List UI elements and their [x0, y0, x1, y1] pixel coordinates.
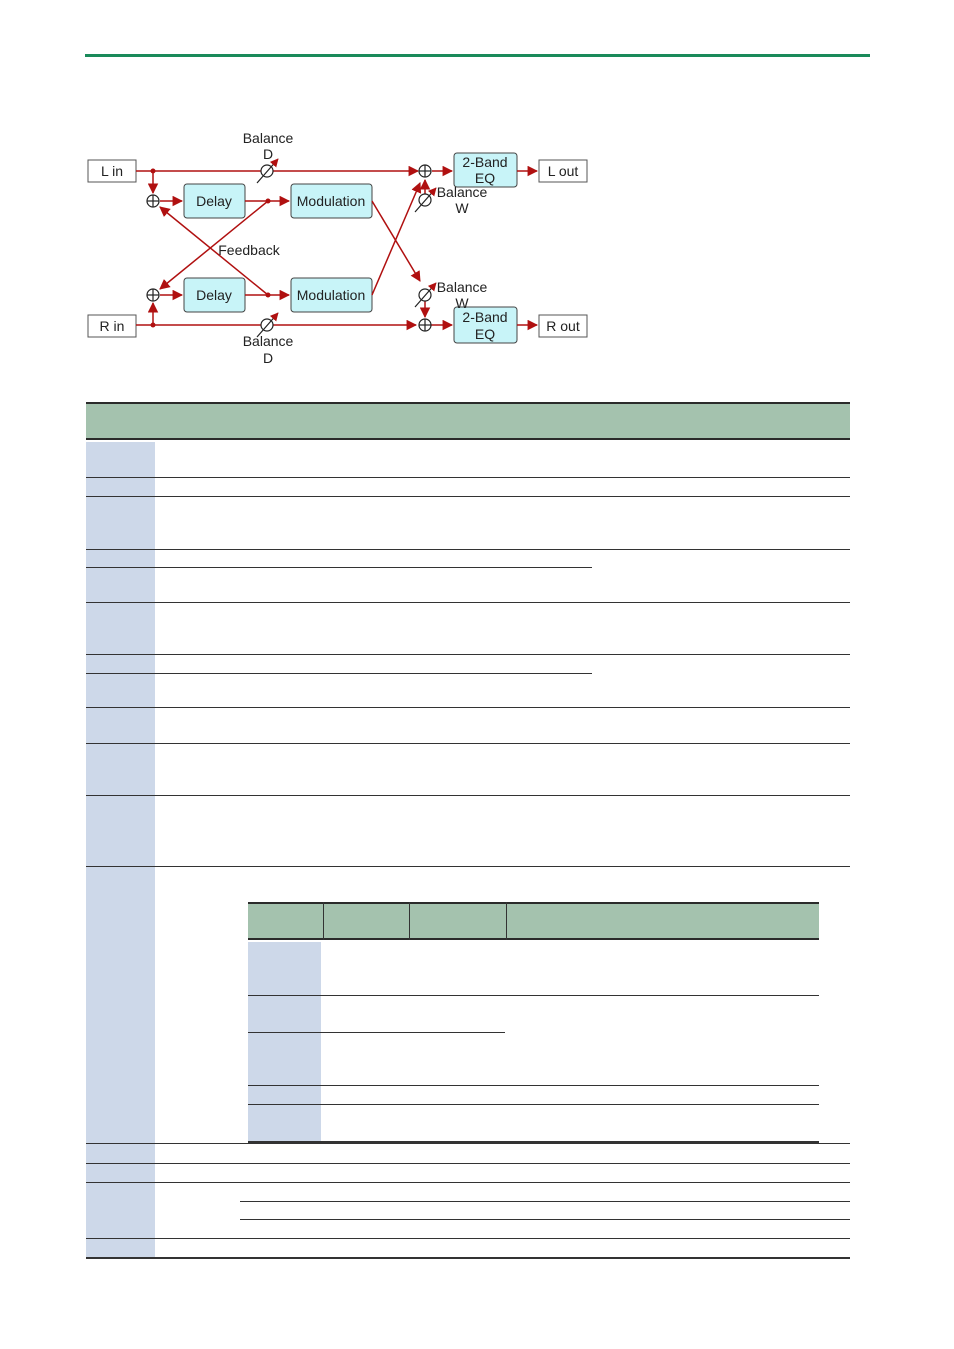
sub-row-divider — [248, 1032, 505, 1033]
table-label-column — [86, 442, 155, 1259]
summing-nodes — [146, 164, 432, 332]
row-divider — [86, 654, 850, 655]
balance-label-upper-w: Balance — [437, 184, 488, 200]
balance-knobs — [256, 158, 437, 338]
delay-block-upper: Delay — [183, 183, 246, 219]
row-divider — [86, 602, 850, 603]
l-out-box: L out — [538, 159, 588, 183]
modulation-block-upper: Modulation — [290, 183, 373, 219]
table-bottom — [86, 1257, 850, 1259]
row-divider — [86, 567, 592, 568]
balance-w-label-upper: W — [455, 200, 469, 216]
svg-text:EQ: EQ — [475, 326, 495, 342]
eq-block-lower: 2-Band EQ — [453, 306, 518, 344]
svg-text:R in: R in — [100, 318, 125, 334]
balance-d-label-lower: D — [263, 350, 273, 366]
balance-d-label-upper: D — [263, 146, 273, 162]
junction-dots — [150, 168, 271, 328]
row-divider — [86, 707, 850, 708]
svg-text:2-Band: 2-Band — [462, 154, 507, 170]
balance-w-knob-lower — [414, 282, 437, 308]
r-out-box: R out — [538, 314, 588, 338]
r-in-box: R in — [87, 314, 137, 338]
row-divider — [240, 1201, 850, 1202]
row-divider — [86, 477, 850, 478]
feedback-label: Feedback — [218, 242, 280, 258]
svg-text:Delay: Delay — [196, 193, 232, 209]
modulation-block-lower: Modulation — [290, 277, 373, 313]
svg-text:2-Band: 2-Band — [462, 309, 507, 325]
sub-header-divider — [506, 902, 507, 940]
sub-table-label-column — [248, 942, 321, 1142]
balance-w-label-lower: W — [455, 295, 469, 311]
balance-d-knob-lower — [256, 312, 279, 338]
sub-header-divider — [323, 902, 324, 940]
row-divider — [86, 549, 850, 550]
svg-text:Modulation: Modulation — [297, 193, 366, 209]
row-divider — [86, 743, 850, 744]
row-divider — [86, 1182, 850, 1183]
signal-lines — [136, 165, 539, 331]
delay-block-lower: Delay — [183, 277, 246, 313]
balance-label-upper-d: Balance — [243, 130, 294, 146]
svg-text:Modulation: Modulation — [297, 287, 366, 303]
svg-text:Delay: Delay — [196, 287, 232, 303]
sum-node-upper-right — [418, 164, 432, 178]
balance-d-knob-upper — [256, 158, 279, 184]
sub-header-divider — [409, 902, 410, 940]
row-divider — [86, 795, 850, 796]
block-diagram: L in R in L out R out Delay Delay Modula… — [87, 130, 588, 366]
top-rule — [85, 54, 870, 57]
svg-text:EQ: EQ — [475, 170, 495, 186]
svg-text:L out: L out — [548, 163, 579, 179]
sub-table-bottom — [248, 1141, 819, 1143]
row-divider — [86, 866, 850, 867]
sub-row-divider — [248, 1085, 819, 1086]
row-divider — [240, 1219, 850, 1220]
l-in-box: L in — [87, 159, 137, 183]
table-header — [86, 402, 850, 440]
sum-node-upper-left — [146, 194, 160, 208]
row-divider — [86, 1163, 850, 1164]
svg-text:L in: L in — [101, 163, 123, 179]
sum-node-lower-right — [418, 318, 432, 332]
sub-table-header — [248, 902, 819, 940]
svg-text:R out: R out — [546, 318, 580, 334]
row-divider — [86, 496, 850, 497]
eq-block-upper: 2-Band EQ — [453, 152, 518, 188]
sum-node-lower-left — [146, 288, 160, 302]
sub-row-divider — [248, 1104, 819, 1105]
balance-label-lower-w: Balance — [437, 279, 488, 295]
balance-w-knob-upper — [414, 187, 437, 213]
balance-label-lower-d: Balance — [243, 333, 294, 349]
row-divider — [86, 1238, 850, 1239]
sub-row-divider — [248, 995, 819, 996]
row-divider — [86, 1143, 850, 1144]
row-divider — [86, 673, 592, 674]
